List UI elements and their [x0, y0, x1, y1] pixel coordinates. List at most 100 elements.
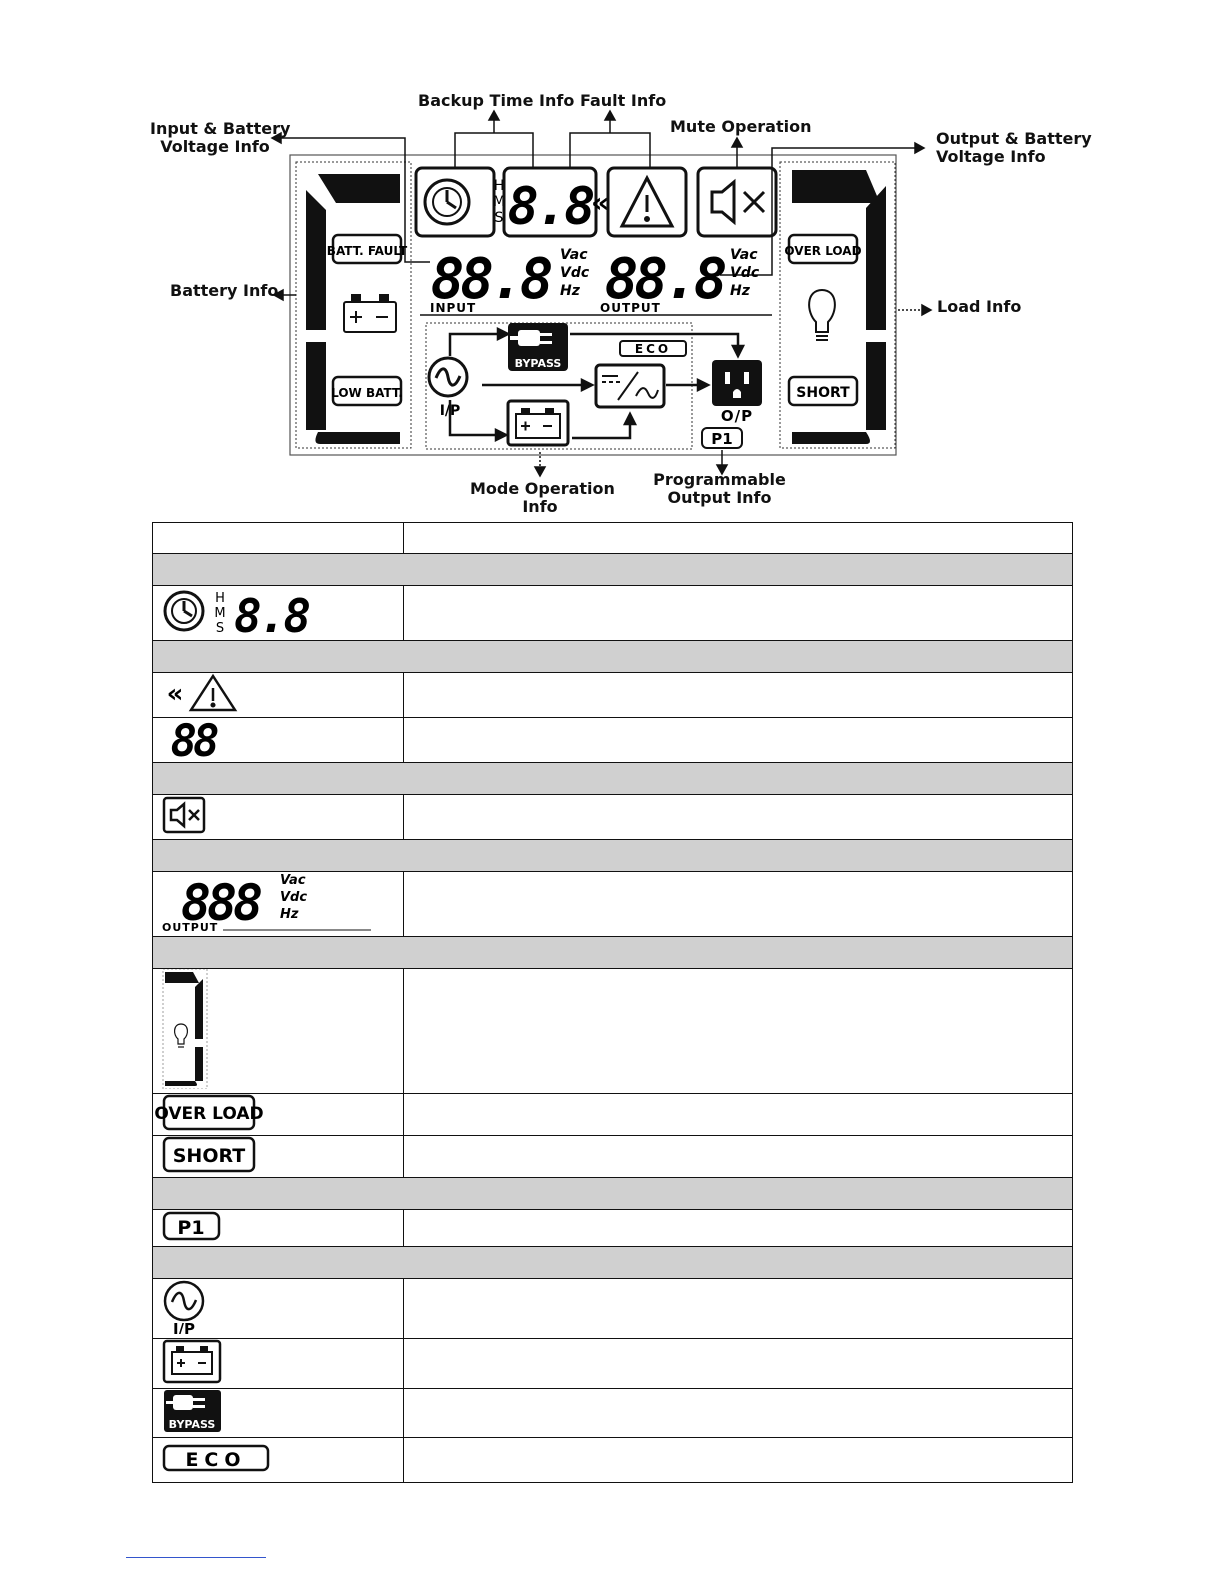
table-row: «	[152, 672, 1073, 718]
icon-cell-battery-mode	[152, 1338, 404, 1389]
eco-label: ECO	[635, 342, 671, 356]
output-label: OUTPUT	[600, 301, 661, 315]
output-voltage-legend-icon: 888 Vac Vdc Hz OUTPUT	[162, 873, 371, 934]
battery-seg-lower	[306, 342, 326, 430]
time-digits-box	[502, 166, 598, 238]
battery-zone	[295, 161, 412, 449]
callout-prog-line1: Programmable	[653, 470, 786, 489]
low-batt-label: LOW BATT.	[331, 386, 403, 400]
lcd-frame	[289, 154, 897, 456]
legend-chevron: «	[167, 679, 184, 709]
fault-chevron: «	[591, 186, 609, 219]
mode-battery-box	[506, 399, 570, 447]
desc-cell-backup-time	[403, 585, 1073, 641]
legend-p1-label: P1	[177, 1217, 204, 1239]
lcd-diagram: Backup Time Info Fault Info Mute Operati…	[0, 0, 1225, 520]
section-row-fault	[152, 640, 1073, 673]
short-box	[787, 375, 859, 407]
callout-arrows	[270, 109, 933, 478]
input-label: INPUT	[430, 301, 476, 315]
desc-cell-bypass	[403, 1388, 1073, 1438]
battery-icon	[171, 1346, 213, 1375]
load-bar-legend-icon	[162, 968, 208, 1090]
mute-legend-icon	[162, 796, 206, 834]
batt-fault-label: BATT. FAULT	[327, 244, 408, 258]
table-row: P1	[152, 1209, 1073, 1247]
header-cell-function	[403, 522, 1073, 554]
icon-cell-bypass: BYPASS	[152, 1388, 404, 1438]
desc-cell-eco	[403, 1437, 1073, 1483]
low-batt-box	[331, 375, 403, 407]
input-digits: 88.8	[431, 247, 552, 312]
table-row	[152, 968, 1073, 1094]
battery-seg-top	[318, 174, 400, 203]
desc-cell-ac-input	[403, 1278, 1073, 1339]
icon-cell-mute	[152, 794, 404, 840]
header-cell-display	[152, 522, 404, 554]
footer-rule	[126, 1557, 266, 1558]
icon-cell-fault-code: 88	[152, 716, 404, 767]
short-label: SHORT	[796, 385, 850, 401]
warning-icon	[188, 673, 238, 712]
short-legend-icon: SHORT	[162, 1136, 256, 1173]
section-row-programmable	[152, 1177, 1073, 1210]
table-row: 888 Vac Vdc Hz OUTPUT	[152, 871, 1073, 937]
batt-fault-box	[331, 233, 403, 265]
hms-m: M	[493, 194, 505, 210]
battery-mode-legend-icon	[162, 1339, 222, 1384]
table-row: OVER LOAD	[152, 1093, 1073, 1136]
desc-cell-over-load	[403, 1093, 1073, 1136]
over-load-legend-icon: OVER LOAD	[154, 1094, 264, 1131]
legend-short-label: SHORT	[173, 1145, 246, 1167]
battery-seg-bottom	[315, 432, 400, 444]
table-row: I/P	[152, 1278, 1073, 1339]
legend-ip-label: I/P	[173, 1320, 195, 1334]
battery-seg-upper	[306, 190, 326, 330]
section-row-load	[152, 936, 1073, 969]
icon-cell-warning: «	[152, 672, 404, 718]
callout-battery: Battery Info	[170, 281, 279, 300]
p1-box	[701, 427, 743, 449]
output-unit-vdc: Vdc	[730, 265, 760, 281]
legend-hms-m: M	[214, 606, 225, 621]
legend-hms-h: H	[215, 591, 225, 606]
callout-input-battery: Input & Battery Voltage Info	[150, 120, 290, 156]
fault-code-legend-icon: 88	[171, 716, 222, 767]
icon-cell-load-bar	[152, 968, 404, 1094]
callout-fault: Fault Info	[580, 91, 667, 110]
callout-output-battery-line2: Voltage Info	[936, 147, 1046, 166]
input-unit-vac: Vac	[560, 247, 588, 263]
legend-unit-hz: Hz	[280, 907, 299, 922]
legend-fault-digits: 88	[171, 718, 218, 758]
desc-cell-battery-mode	[403, 1338, 1073, 1389]
bypass-label: BYPASS	[515, 357, 562, 370]
bulb-icon	[174, 1023, 188, 1048]
mute-icon	[169, 801, 200, 829]
legend-time-digits: 8.8	[234, 589, 309, 636]
callout-mute: Mute Operation	[670, 117, 812, 136]
table-header-row	[152, 522, 1073, 554]
over-load-box	[787, 233, 859, 265]
hms-s: S	[495, 210, 504, 226]
table-row	[152, 1338, 1073, 1389]
icon-cell-ac-input: I/P	[152, 1278, 404, 1339]
plug-icon	[166, 1395, 205, 1410]
load-seg-upper	[866, 186, 886, 330]
outlet-box	[712, 360, 762, 406]
legend-table: H M S 8.8 « 88	[152, 522, 1073, 1483]
legend-hms-s: S	[216, 621, 224, 636]
desc-cell-fault-code	[403, 717, 1073, 763]
warning-icon	[619, 174, 675, 228]
fault-box	[606, 166, 688, 238]
callout-mode-operation: Mode Operation Info	[470, 480, 615, 516]
output-digits: 88.8	[605, 247, 726, 312]
callout-programmable-output: Programmable Output Info	[652, 471, 787, 507]
clock-icon	[163, 590, 205, 632]
callout-output-battery: Output & Battery Voltage Info	[936, 130, 1092, 166]
bypass-legend-icon: BYPASS	[164, 1390, 221, 1432]
mute-icon	[710, 178, 766, 226]
hms-h: H	[494, 178, 505, 194]
inverter-box	[594, 363, 666, 409]
flow-arrows	[448, 326, 746, 443]
desc-cell-mute	[403, 794, 1073, 840]
